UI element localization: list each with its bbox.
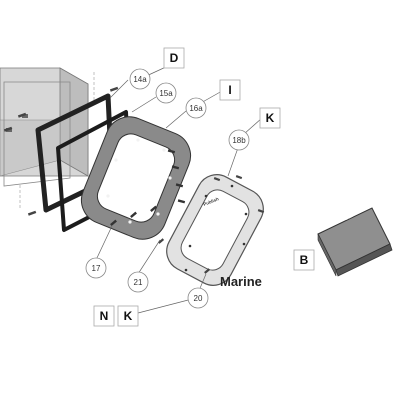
callout-20: 20 <box>187 287 209 309</box>
label-box-k-bottom: K <box>117 305 139 327</box>
svg-text:17: 17 <box>92 264 101 273</box>
callout-17: 17 <box>85 257 107 279</box>
callout-14a: 14a <box>129 68 151 90</box>
svg-text:18b: 18b <box>232 136 246 145</box>
marine-caption: Marine <box>220 274 262 289</box>
mounting-frame-i <box>80 116 192 240</box>
label-box-k: K <box>259 107 281 129</box>
tablet-device: Dell <box>317 207 393 277</box>
bezel-brand-label: Publish <box>203 196 220 207</box>
svg-text:K: K <box>124 309 133 323</box>
svg-text:15a: 15a <box>159 89 173 98</box>
callout-21: 21 <box>127 271 149 293</box>
wall-box <box>0 67 95 210</box>
label-box-b: B <box>293 249 315 271</box>
callout-18b: 18b <box>228 129 250 151</box>
svg-text:14a: 14a <box>133 75 147 84</box>
callout-16a: 16a <box>185 97 207 119</box>
svg-text:K: K <box>266 111 275 125</box>
svg-text:B: B <box>300 253 309 267</box>
label-box-d: D <box>163 47 185 69</box>
label-box-i: I <box>219 79 241 101</box>
tablet-brand-label: Dell <box>344 213 353 221</box>
svg-text:I: I <box>228 83 231 97</box>
wall-screws <box>3 86 119 216</box>
callout-15a: 15a <box>155 82 177 104</box>
svg-text:20: 20 <box>194 294 203 303</box>
svg-text:21: 21 <box>134 278 143 287</box>
svg-text:D: D <box>170 51 179 65</box>
label-box-n: N <box>93 305 115 327</box>
bezel-k: Publish <box>166 174 264 286</box>
frame-screws <box>110 149 186 227</box>
svg-text:16a: 16a <box>189 104 203 113</box>
svg-text:N: N <box>100 309 109 323</box>
bezel-screws <box>158 175 265 274</box>
